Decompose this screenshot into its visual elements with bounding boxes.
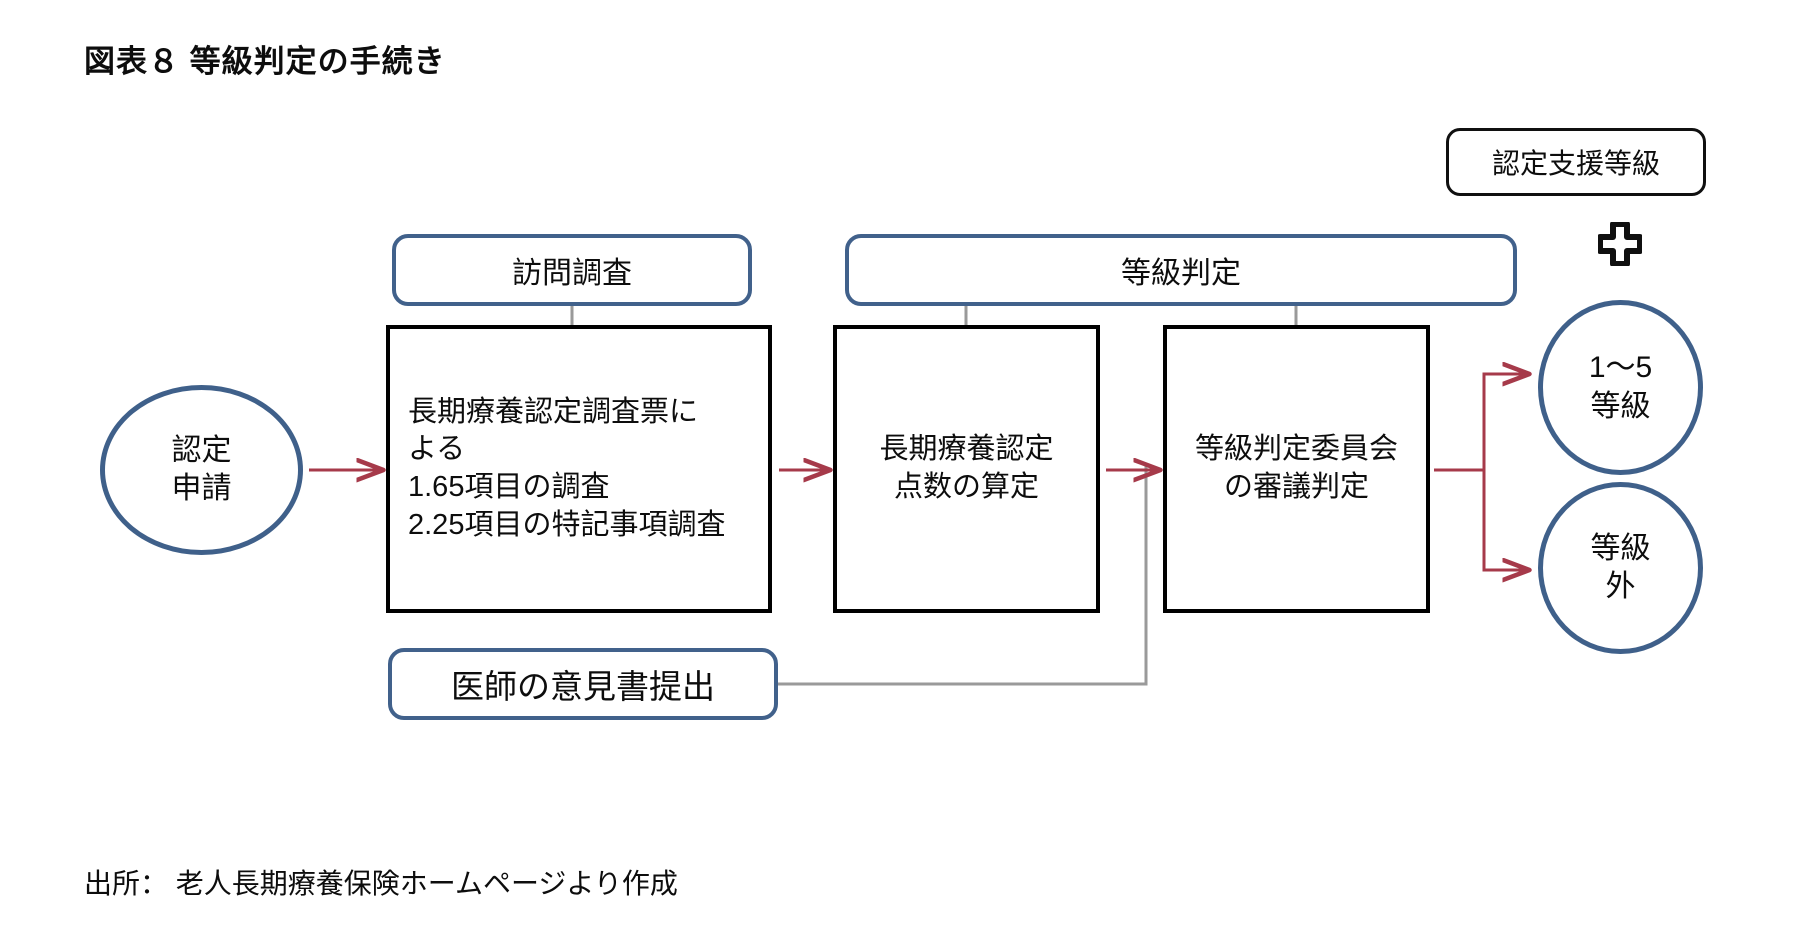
ellipse-out-of-grade[interactable]: 等級 外 (1538, 482, 1703, 654)
process-box-committee-review-label: 等級判定委員会 の審議判定 (1194, 433, 1398, 503)
banner-visit-survey-label: 訪問調査 (512, 257, 632, 290)
arrow-committee-to-out-of-grade (1434, 468, 1528, 570)
banner-grade-decision[interactable]: 等級判定 (845, 234, 1517, 306)
banner-grade-decision-label: 等級判定 (1121, 257, 1241, 290)
process-box-survey-form-label: 長期療養認定調査票に よる 1.65項目の調査 2.25項目の特記事項調査 (408, 395, 726, 541)
source-note: 出所： 老人長期療養保険ホームページより作成 (84, 868, 678, 899)
process-box-committee-review[interactable]: 等級判定委員会 の審議判定 (1163, 325, 1430, 613)
page-title: 図表８ 等級判定の手続き (84, 44, 446, 79)
process-box-score-calculation-label: 長期療養認定 点数の算定 (879, 433, 1054, 503)
ellipse-grade-1-to-5[interactable]: 1〜5 等級 (1538, 300, 1703, 475)
banner-visit-survey[interactable]: 訪問調査 (392, 234, 752, 306)
banner-doctor-opinion[interactable]: 医師の意見書提出 (388, 648, 778, 720)
ellipse-application-label: 認定 申請 (171, 433, 232, 505)
process-box-score-calculation[interactable]: 長期療養認定 点数の算定 (833, 325, 1100, 613)
plus-cross-icon (1598, 222, 1642, 266)
ellipse-grade-1-to-5-label: 1〜5 等級 (1588, 351, 1653, 423)
chip-support-grade[interactable]: 認定支援等級 (1446, 128, 1706, 196)
arrow-committee-to-grade-1-5 (1434, 374, 1528, 472)
banner-doctor-opinion-label: 医師の意見書提出 (451, 668, 715, 705)
chip-support-grade-label: 認定支援等級 (1491, 148, 1660, 179)
process-box-survey-form[interactable]: 長期療養認定調査票に よる 1.65項目の調査 2.25項目の特記事項調査 (386, 325, 772, 613)
ellipse-out-of-grade-label: 等級 外 (1590, 531, 1651, 603)
ellipse-application[interactable]: 認定 申請 (100, 385, 303, 555)
